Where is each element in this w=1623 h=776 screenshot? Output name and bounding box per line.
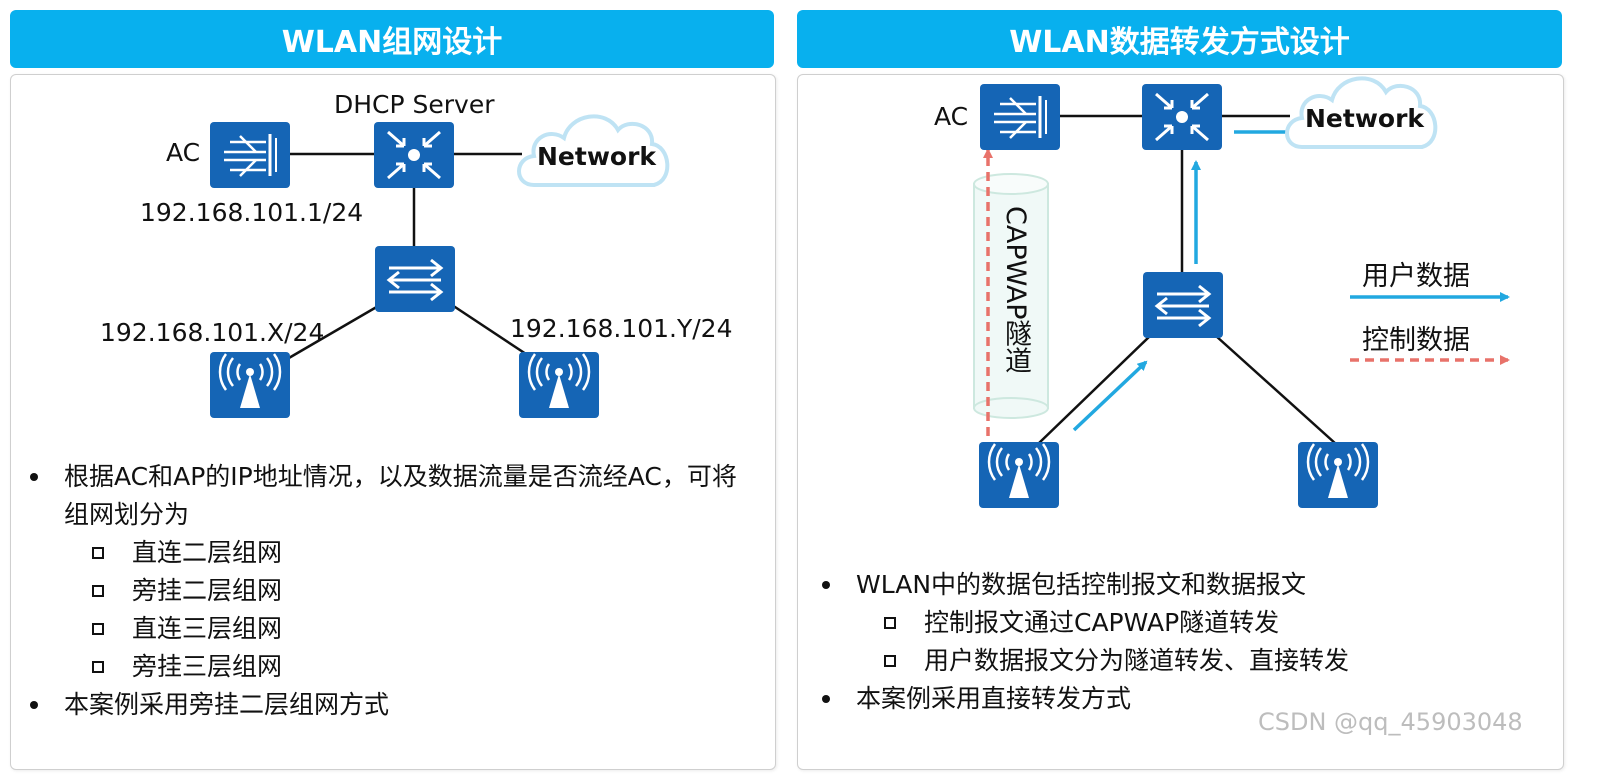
left-dhcp-label: DHCP Server	[334, 90, 495, 119]
square-bullet	[884, 655, 896, 667]
right-header: WLAN数据转发方式设计	[797, 10, 1562, 68]
left-bullet-1-text: 根据AC和AP的IP地址情况，以及数据流量是否流经AC，可将组网划分为	[64, 462, 737, 529]
right-bullet-1: WLAN中的数据包括控制报文和数据报文	[822, 566, 1546, 604]
left-title: WLAN组网设计	[281, 25, 503, 60]
left-bullet-2-text: 本案例采用旁挂二层组网方式	[64, 690, 390, 719]
left-subitem-2: 旁挂二层组网	[92, 572, 283, 610]
left-ap1	[208, 350, 292, 420]
left-panel	[10, 74, 776, 770]
left-subitem-3: 直连三层组网	[92, 610, 283, 648]
left-subitem-1-text: 直连二层组网	[132, 538, 283, 567]
left-network-label: Network	[537, 142, 657, 171]
right-ap2	[1296, 440, 1380, 510]
bullet-dot	[30, 473, 38, 481]
left-bullet-1: 根据AC和AP的IP地址情况，以及数据流量是否流经AC，可将组网划分为	[30, 458, 754, 534]
left-links	[281, 152, 527, 364]
right-network-label: Network	[1305, 104, 1425, 133]
left-subitem-1: 直连二层组网	[92, 534, 283, 572]
right-access-switch	[1141, 270, 1225, 340]
right-ac-label: AC	[934, 102, 969, 131]
right-bullet-1-text: WLAN中的数据包括控制报文和数据报文	[856, 570, 1307, 599]
legend-user-label: 用户数据	[1362, 261, 1470, 292]
left-core-switch	[372, 120, 456, 190]
bullet-dot	[822, 695, 830, 703]
left-ap2	[517, 350, 601, 420]
right-core-switch	[1140, 82, 1224, 152]
watermark: CSDN @qq_45903048	[1258, 708, 1523, 736]
left-ac-ip: 192.168.101.1/24	[140, 198, 364, 227]
tunnel-label: CAPWAP隧道	[1000, 206, 1031, 374]
right-subitem-1-text: 控制报文通过CAPWAP隧道转发	[924, 608, 1280, 637]
left-ap1-ip: 192.168.101.X/24	[100, 318, 325, 347]
bullet-dot	[822, 581, 830, 589]
legend-control-label: 控制数据	[1362, 325, 1470, 356]
right-panel	[797, 74, 1564, 770]
left-subitem-4: 旁挂三层组网	[92, 648, 283, 686]
square-bullet	[884, 617, 896, 629]
left-ac-device	[208, 120, 292, 190]
square-bullet	[92, 585, 104, 597]
left-subitem-2-text: 旁挂二层组网	[132, 576, 283, 605]
left-header: WLAN组网设计	[10, 10, 774, 68]
right-ap1	[977, 440, 1061, 510]
right-subitem-1: 控制报文通过CAPWAP隧道转发	[884, 604, 1280, 642]
left-bullet-2: 本案例采用旁挂二层组网方式	[30, 686, 754, 724]
left-ac-label: AC	[166, 138, 201, 167]
left-subitem-3-text: 直连三层组网	[132, 614, 283, 643]
left-ap2-ip: 192.168.101.Y/24	[510, 314, 733, 343]
square-bullet	[92, 547, 104, 559]
left-subitem-4-text: 旁挂三层组网	[132, 652, 283, 681]
right-title: WLAN数据转发方式设计	[1009, 25, 1350, 60]
square-bullet	[92, 661, 104, 673]
right-subitem-2: 用户数据报文分为隧道转发、直接转发	[884, 642, 1350, 680]
right-bullet-2-text: 本案例采用直接转发方式	[856, 684, 1132, 713]
left-access-switch	[373, 244, 457, 314]
square-bullet	[92, 623, 104, 635]
right-subitem-2-text: 用户数据报文分为隧道转发、直接转发	[924, 646, 1350, 675]
bullet-dot	[30, 701, 38, 709]
right-links	[1037, 114, 1337, 445]
right-ac-device	[978, 82, 1062, 152]
right-bullet-2: 本案例采用直接转发方式	[822, 680, 1546, 718]
